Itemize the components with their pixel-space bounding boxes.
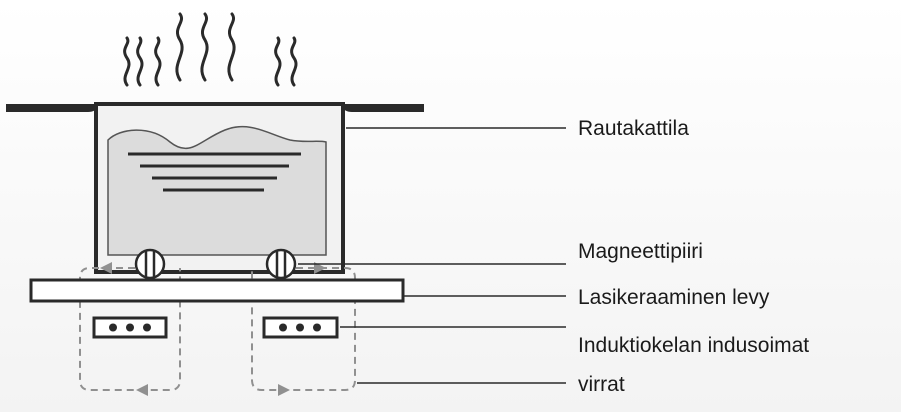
steam-icon xyxy=(123,12,298,87)
magnet-icon xyxy=(134,248,166,280)
label-magnetic-circuit: Magneettipiiri xyxy=(578,240,703,263)
arrow-icon xyxy=(100,262,326,396)
flux-loops xyxy=(79,267,356,391)
label-glass-plate: Lasikeraaminen levy xyxy=(578,286,770,309)
coil-icon xyxy=(92,316,168,339)
heat-lines xyxy=(128,152,301,192)
label-pot: Rautakattila xyxy=(578,117,689,140)
magnet-icon xyxy=(265,248,297,280)
glass-ceramic-plate xyxy=(29,278,405,303)
label-induced-currents-line1: Induktiokelan indusoimat xyxy=(578,334,809,357)
coil-icon xyxy=(262,316,339,339)
label-induced-currents-line2: virrat xyxy=(578,373,625,396)
leader-lines xyxy=(298,127,566,384)
